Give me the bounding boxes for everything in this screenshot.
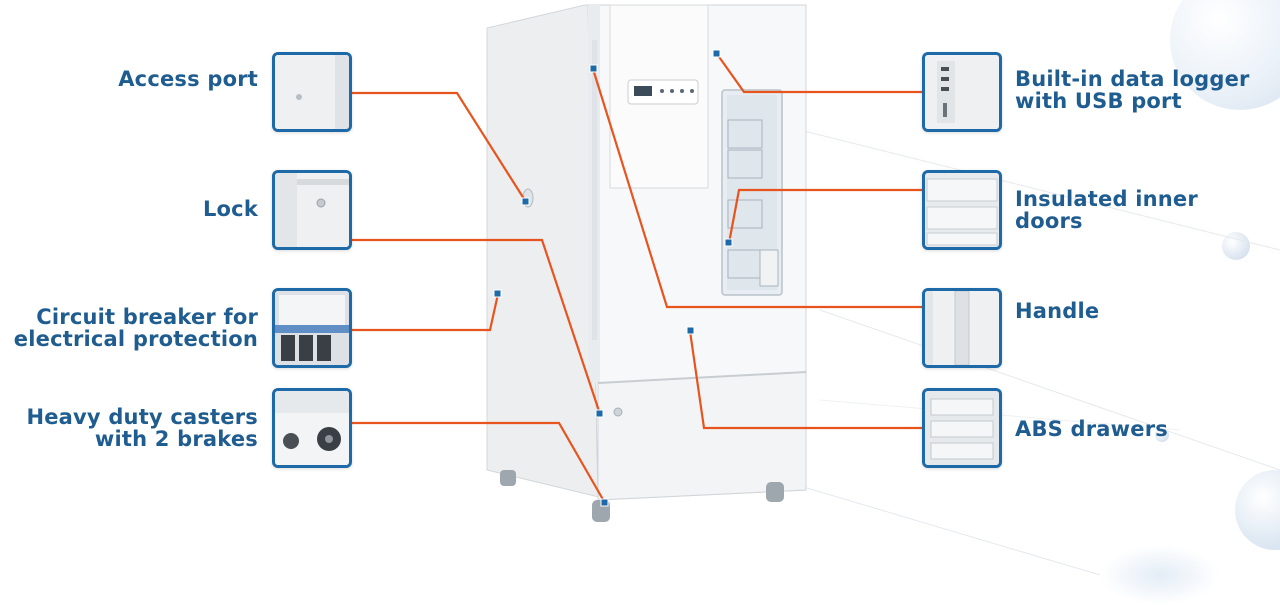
handle-thumbnail — [922, 288, 1002, 368]
feature-label-handle: Handle — [1015, 299, 1100, 323]
feature-label-lock: Lock — [202, 197, 258, 221]
marker-inner-doors — [724, 238, 733, 247]
marker-drawers — [686, 326, 695, 335]
feature-label-casters: Heavy duty casters with 2 brakes — [26, 405, 258, 451]
marker-casters — [600, 498, 609, 507]
drawers-closeup-icon — [925, 391, 999, 465]
access-port-closeup-icon — [275, 55, 349, 129]
feature-label-inner-doors: Insulated inner doors — [1015, 187, 1198, 233]
caster — [500, 470, 784, 522]
circuit-breaker-closeup-icon — [275, 291, 349, 365]
access-port-thumbnail — [272, 52, 352, 132]
marker-data-logger — [712, 49, 721, 58]
marker-access-port — [521, 197, 530, 206]
decorative-bubble — [1155, 428, 1169, 442]
handle-closeup-icon — [925, 291, 999, 365]
feature-label-access-port: Access port — [118, 67, 258, 91]
feature-label-data-logger: Built-in data logger with USB port — [1015, 67, 1250, 113]
leader-lines — [352, 49, 922, 507]
marker-handle — [589, 64, 598, 73]
data-logger-thumbnail — [922, 52, 1002, 132]
drawers-thumbnail — [922, 388, 1002, 468]
product-feature-infographic: Access port Lock Circuit breaker for ele… — [13, 0, 1280, 605]
background-streaks — [779, 129, 1280, 575]
inner-doors-closeup-icon — [925, 173, 999, 247]
caster-closeup-icon — [275, 391, 349, 465]
circuit-breaker-thumbnail — [272, 288, 352, 368]
refrigerator-illustration — [486, 4, 807, 522]
marker-lock — [595, 409, 604, 418]
lock-closeup-icon — [275, 173, 349, 247]
marker-circuit-breaker — [493, 289, 502, 298]
feature-label-circuit-breaker: Circuit breaker for electrical protectio… — [13, 305, 258, 351]
feature-label-drawers: ABS drawers — [1015, 417, 1168, 441]
caster-thumbnail — [272, 388, 352, 468]
data-logger-closeup-icon — [925, 55, 999, 129]
lock-thumbnail — [272, 170, 352, 250]
inner-doors-thumbnail — [922, 170, 1002, 250]
